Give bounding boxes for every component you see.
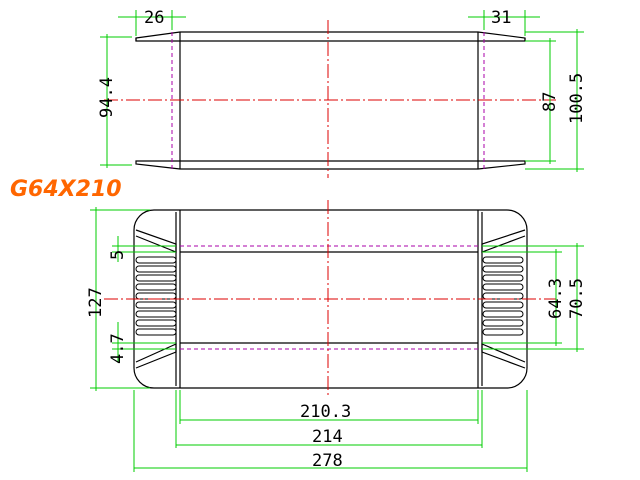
left-fins	[135, 256, 177, 336]
dim-width-inner: 210.3	[300, 402, 351, 422]
dim-right-flange-width: 31	[491, 8, 511, 28]
dim-top-view-height-total: 100.5	[567, 73, 587, 124]
top-view-top-flange	[135, 31, 526, 42]
dim-left-flange-width: 26	[144, 8, 164, 28]
dim-mid-height: 70.5	[567, 278, 587, 319]
top-view-dimensions: 26 31 94.4 87 100.5	[97, 8, 587, 172]
dim-width-total: 278	[312, 451, 343, 471]
dim-top-view-height-outer: 94.4	[97, 77, 117, 118]
left-cap-upper-wedge	[135, 229, 177, 253]
dim-slot-top: 5	[108, 250, 128, 260]
right-cap-upper-wedge	[481, 229, 526, 253]
right-fins	[482, 256, 524, 336]
model-label: G64X210	[10, 177, 122, 202]
dim-top-view-height-inner: 87	[540, 92, 560, 112]
dim-slot-bottom: 4.7	[108, 333, 128, 364]
front-view-dimensions: 127 5 4.7 64.3 70.5 210.3 214 27	[86, 207, 587, 472]
top-view	[104, 20, 556, 178]
dim-width-mid: 214	[312, 427, 343, 447]
dim-front-view-height: 127	[86, 287, 106, 318]
front-view	[104, 200, 556, 398]
top-view-bottom-flange	[135, 160, 526, 170]
left-cap-lower-wedge	[135, 343, 177, 369]
right-cap-lower-wedge	[481, 343, 526, 369]
dim-inner-height: 64.3	[546, 278, 566, 319]
